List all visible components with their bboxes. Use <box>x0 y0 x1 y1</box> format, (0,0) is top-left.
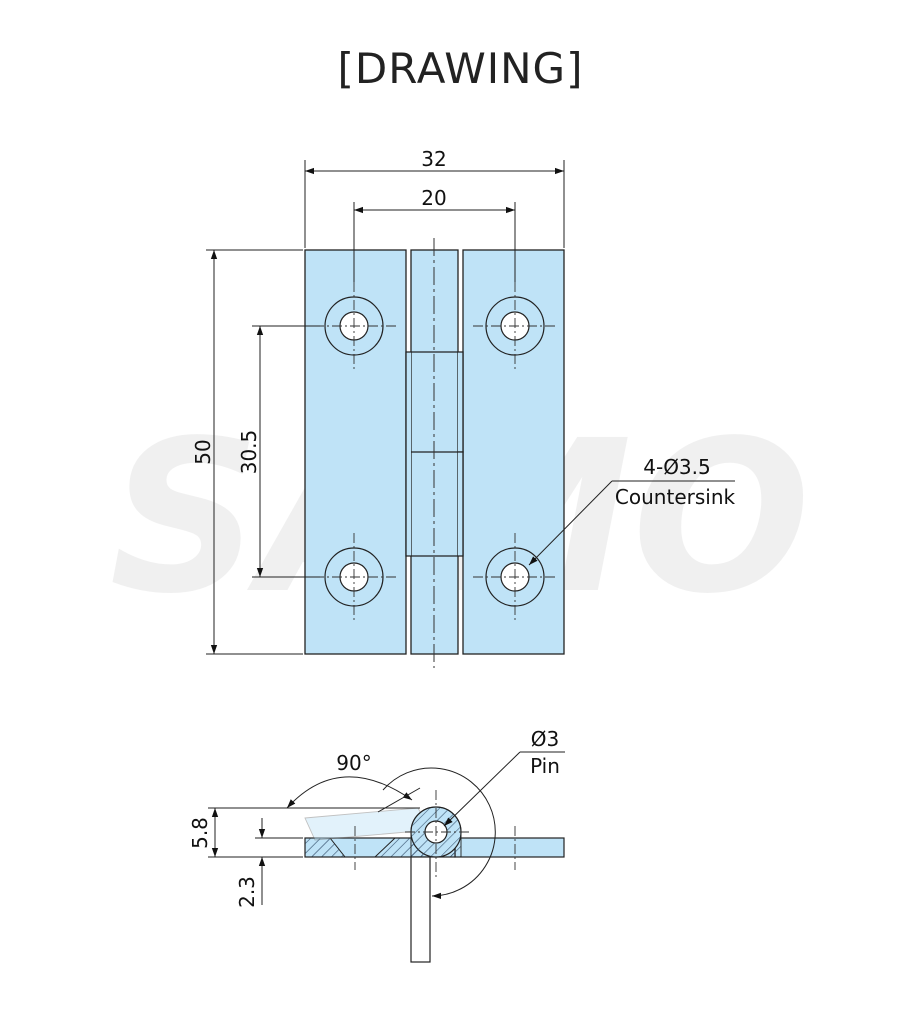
pin-callout-dia: Ø3 <box>531 727 559 751</box>
rotation-arc <box>382 767 496 900</box>
dimension-hole-spacing-height: 30.5 <box>237 325 320 578</box>
front-view: 32 20 50 30.5 4-Ø3.5 Countersink <box>191 147 735 668</box>
dimension-knuckle-height: 5.8 <box>188 807 420 858</box>
pin-callout-label: Pin <box>530 754 560 778</box>
pin-callout: Ø3 Pin <box>443 727 565 827</box>
dim-hole-spacing-height-label: 30.5 <box>237 430 261 475</box>
dim-overall-width-label: 32 <box>421 147 446 171</box>
side-view: 90° Ø3 Pin 5.8 2.3 <box>188 727 565 963</box>
dim-hole-spacing-width-label: 20 <box>421 186 446 210</box>
hole-top-left <box>314 282 396 370</box>
angle-dimension: 90° <box>286 751 421 813</box>
dimension-leaf-thickness: 2.3 <box>235 818 303 908</box>
dim-leaf-thickness-label: 2.3 <box>235 876 259 908</box>
hole-callout-type: Countersink <box>615 485 736 509</box>
dimension-hole-spacing-width: 20 <box>353 186 516 282</box>
dimension-overall-width: 32 <box>304 147 565 248</box>
hole-callout-count: 4-Ø3.5 <box>643 455 711 479</box>
hole-callout: 4-Ø3.5 Countersink <box>528 455 736 566</box>
side-right-leaf <box>454 837 565 858</box>
page-title: [DRAWING] <box>337 44 584 93</box>
angle-label: 90° <box>336 751 371 775</box>
hole-top-right <box>473 282 557 370</box>
side-rotated-leaf <box>410 856 431 963</box>
dim-knuckle-height-label: 5.8 <box>188 817 212 849</box>
dim-overall-height-label: 50 <box>191 439 215 464</box>
hole-bottom-left <box>314 533 396 621</box>
dimension-overall-height: 50 <box>191 249 303 655</box>
